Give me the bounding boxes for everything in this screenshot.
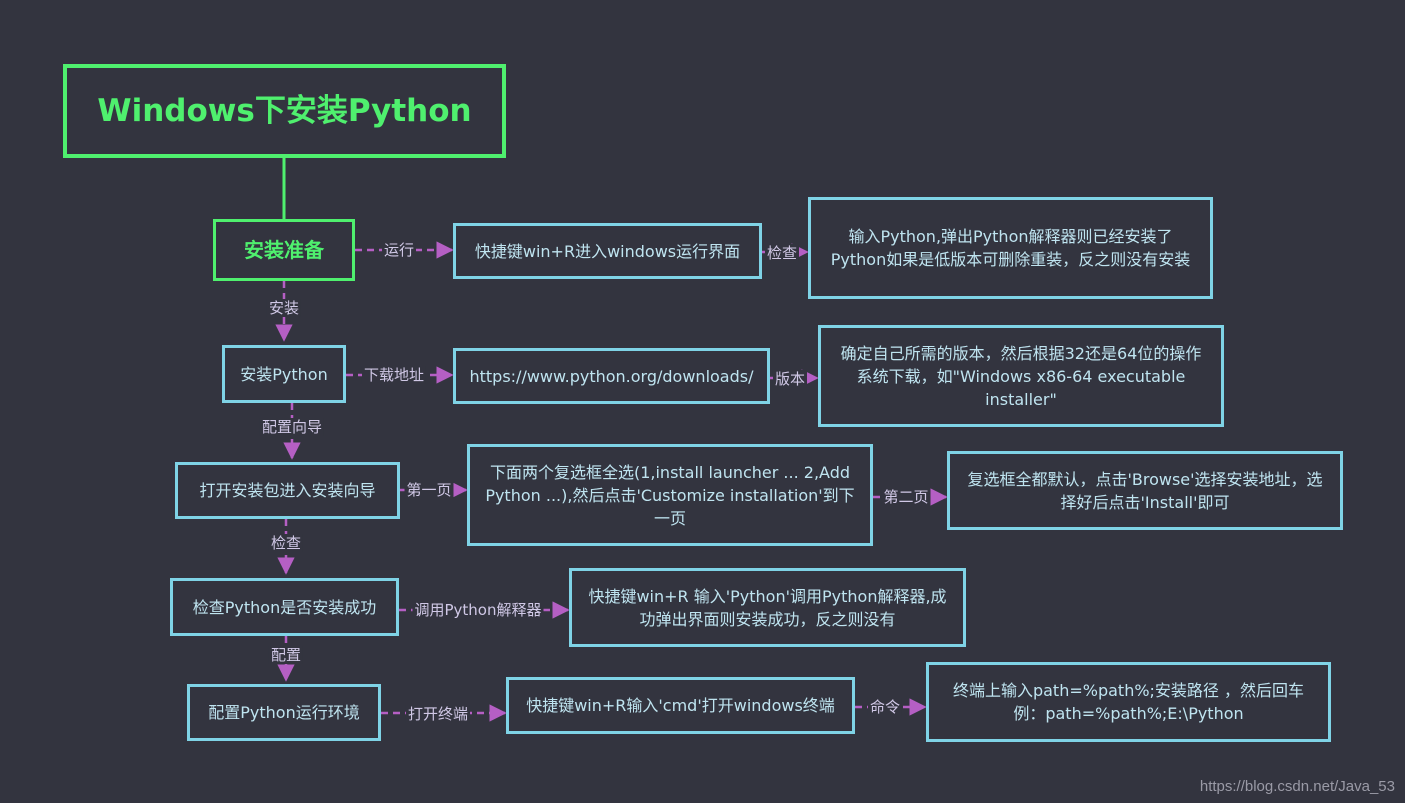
label-check-action: 调用Python解释器: [412, 601, 544, 619]
node-wizard: 打开安装包进入安装向导: [175, 462, 400, 519]
root-node: Windows下安装Python: [63, 64, 506, 158]
label-install-detail: 版本: [772, 370, 808, 388]
label-wizard-action: 第一页: [404, 481, 454, 499]
label-flow-check: 检查: [268, 534, 304, 552]
label-flow-install: 安装: [266, 299, 302, 317]
watermark: https://blog.csdn.net/Java_53: [1199, 778, 1395, 795]
node-install: 安装Python: [222, 345, 346, 403]
node-prep: 安装准备: [213, 219, 355, 281]
label-install-action: 下载地址: [361, 366, 427, 384]
node-install-detail: 确定自己所需的版本，然后根据32还是64位的操作系统下载，如"Windows x…: [818, 325, 1224, 427]
label-prep-detail: 检查: [764, 244, 800, 262]
label-flow-config: 配置: [268, 646, 304, 664]
node-config-action: 快捷键win+R输入'cmd'打开windows终端: [506, 677, 855, 734]
label-wizard-detail: 第二页: [881, 488, 931, 506]
node-check: 检查Python是否安装成功: [170, 578, 399, 636]
label-config-action: 打开终端: [405, 705, 471, 723]
node-check-action: 快捷键win+R 输入'Python'调用Python解释器,成功弹出界面则安装…: [569, 568, 966, 647]
label-prep-action: 运行: [381, 241, 417, 259]
label-flow-wizard: 配置向导: [259, 418, 325, 436]
label-config-detail: 命令: [867, 698, 903, 716]
node-prep-action: 快捷键win+R进入windows运行界面: [453, 223, 762, 279]
node-wizard-detail: 复选框全都默认，点击'Browse'选择安装地址，选择好后点击'Install'…: [947, 451, 1343, 530]
node-prep-detail: 输入Python,弹出Python解释器则已经安装了Python如果是低版本可删…: [808, 197, 1213, 299]
node-config: 配置Python运行环境: [187, 684, 381, 741]
node-config-detail: 终端上输入path=%path%;安装路径 ，然后回车例：path=%path%…: [926, 662, 1331, 742]
node-wizard-action: 下面两个复选框全选(1,install launcher ... 2,Add P…: [467, 444, 873, 546]
node-install-action: https://www.python.org/downloads/: [453, 348, 770, 404]
